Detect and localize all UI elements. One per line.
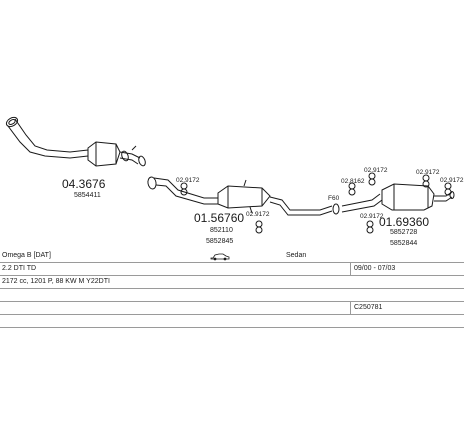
- oe-number-rear-silencer-1: 5852728: [390, 229, 417, 236]
- table-row: 2172 cc, 1201 P, 88 KW M Y22DTI: [0, 276, 464, 289]
- rubber-mount-7[interactable]: [444, 182, 452, 196]
- clip-number: 02.9172: [364, 167, 388, 174]
- vehicle-body: Sedan: [286, 252, 307, 259]
- gasket[interactable]: [332, 203, 340, 215]
- part-number-front-pipe: 04.3676: [62, 177, 106, 191]
- vehicle-code: C250781: [354, 304, 383, 311]
- exhaust-system-diagram: 04.3676 5854411 01.56760 852110 5852845 …: [5, 116, 464, 247]
- table-row: 2.2 DTI TD 09/00 - 07/03: [0, 263, 464, 276]
- column-divider: [350, 263, 351, 276]
- car-sedan-icon: [210, 253, 230, 261]
- table-row: C250781: [0, 302, 464, 315]
- vehicle-info-table: Omega B [DAT] Sedan 2.2 DTI TD 09/00 - 0…: [0, 250, 464, 330]
- clip-number: 02.8162: [341, 178, 365, 185]
- front-pipe-with-catalyst[interactable]: [5, 116, 147, 167]
- middle-pipe-with-silencer[interactable]: [147, 176, 333, 216]
- part-number-middle-pipe: 01.56760: [194, 211, 244, 225]
- clip-number: 02.9172: [360, 213, 384, 220]
- oe-number-rear-silencer-2: 5852844: [390, 240, 417, 247]
- rubber-mount-3[interactable]: [348, 182, 356, 196]
- table-row: [0, 315, 464, 328]
- clip-number: 02.9172: [246, 211, 270, 218]
- oe-number-middle-pipe-1: 852110: [210, 227, 233, 234]
- rubber-mount-6[interactable]: [422, 174, 430, 188]
- rubber-mount-4[interactable]: [368, 172, 376, 186]
- vehicle-engine: 2.2 DTI TD: [2, 265, 37, 272]
- vehicle-years: 09/00 - 07/03: [354, 265, 396, 272]
- part-number-rear-silencer: 01.69360: [379, 215, 429, 229]
- gasket-label: F60: [328, 195, 340, 202]
- clip-number: 02.9172: [440, 177, 464, 184]
- oe-number-middle-pipe-2: 5852845: [206, 238, 233, 245]
- oe-number-front-pipe: 5854411: [74, 192, 101, 199]
- table-row: [0, 289, 464, 302]
- rubber-mount-5[interactable]: [366, 220, 374, 234]
- rubber-mount-1[interactable]: [180, 182, 188, 196]
- rubber-mount-2[interactable]: [255, 220, 263, 234]
- table-row: Omega B [DAT] Sedan: [0, 250, 464, 263]
- rear-silencer[interactable]: [341, 183, 455, 213]
- vehicle-details: 2172 cc, 1201 P, 88 KW M Y22DTI: [2, 278, 110, 285]
- clip-number: 02.9172: [176, 177, 200, 184]
- clip-number: 02.9172: [416, 169, 440, 176]
- column-divider: [350, 302, 351, 315]
- vehicle-model: Omega B [DAT]: [2, 252, 51, 259]
